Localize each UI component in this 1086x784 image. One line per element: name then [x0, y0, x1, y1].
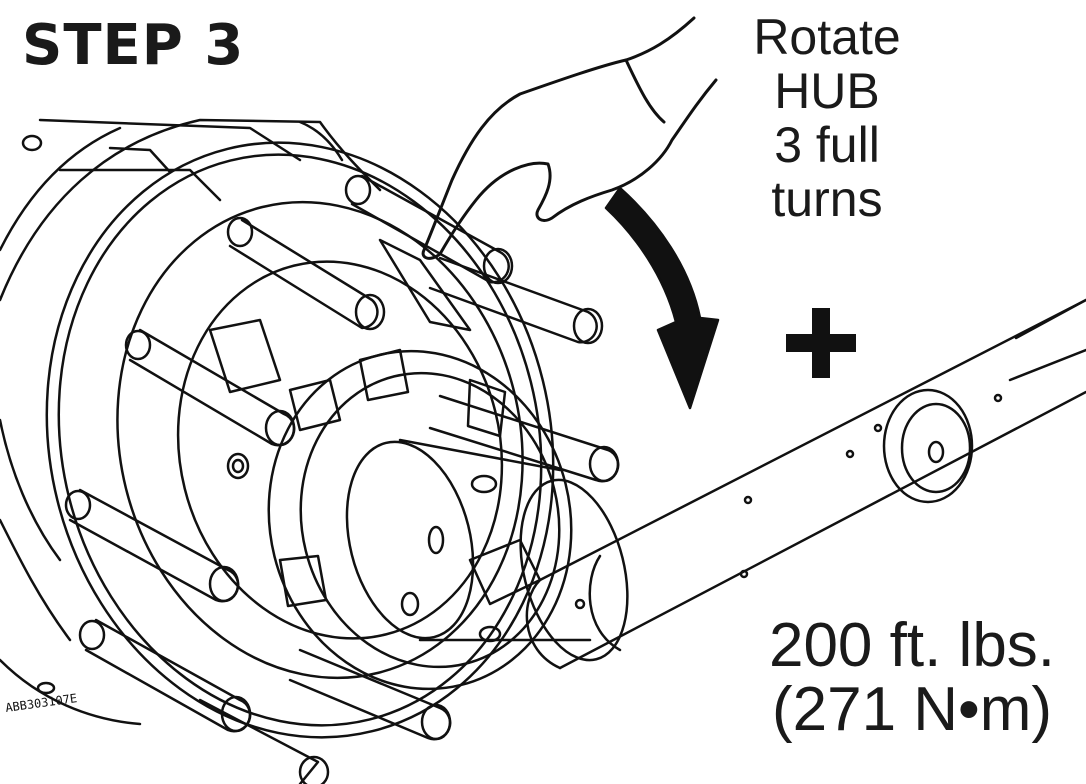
wheel-studs	[64, 174, 620, 784]
socket-adapter	[345, 438, 629, 662]
instruction-line: HUB	[774, 63, 880, 119]
instruction-line: Rotate	[753, 9, 901, 65]
instruction-line: 3 full	[774, 117, 880, 173]
hub-flange	[45, 141, 555, 739]
plus-icon	[786, 308, 856, 378]
torque-metric: (271 N•m)	[771, 675, 1053, 744]
rotation-instruction: Rotate HUB 3 full turns	[722, 10, 932, 226]
spindle-nut	[208, 238, 573, 691]
hand-pointing-icon	[421, 16, 718, 260]
axle-housing	[0, 118, 382, 726]
torque-spec: 200 ft. lbs. (271 N•m)	[742, 614, 1082, 742]
torque-imperial: 200 ft. lbs.	[768, 611, 1056, 680]
part-marking: ABB303107E	[4, 691, 77, 715]
instruction-line: turns	[771, 171, 883, 227]
torque-wrench	[468, 298, 1086, 670]
rotation-arrow-icon	[604, 186, 720, 410]
step-title: STEP 3	[22, 13, 245, 78]
